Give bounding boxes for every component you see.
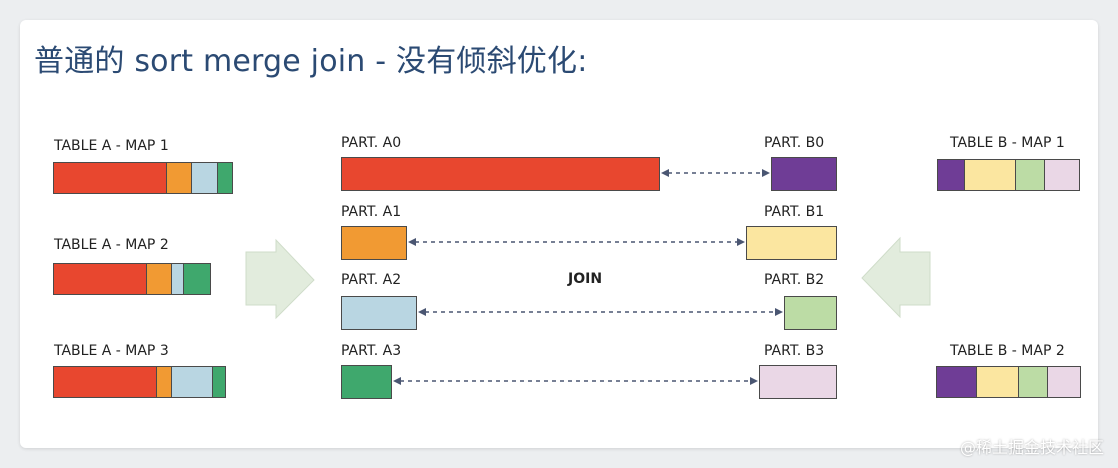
table-b-map-2-segment-purple [937, 367, 978, 397]
table-a-map-3-bar [53, 366, 226, 398]
table-b-map-2-segment-lightgreen [1018, 367, 1048, 397]
table-a-map-3-label: TABLE A - MAP 3 [54, 343, 169, 359]
right-flow-arrow-icon [245, 238, 315, 320]
part-a3-label: PART. A3 [341, 343, 402, 359]
table-b-map-1-bar [937, 159, 1080, 191]
table-a-map-2-segment-red [54, 264, 147, 294]
join-label: JOIN [568, 271, 603, 287]
left-flow-arrow-icon [861, 236, 931, 319]
arrowhead-2-right-icon [775, 308, 783, 316]
table-a-map-2-bar [53, 263, 211, 295]
table-a-map-1-segment-orange [166, 163, 193, 193]
table-a-map-1-segment-red [54, 163, 167, 193]
table-b-map-2-bar [936, 366, 1081, 398]
part-b1-label: PART. B1 [764, 204, 825, 220]
table-a-map-2-segment-lightblue [172, 264, 184, 294]
table-b-map-1-segment-lightgreen [1015, 160, 1045, 190]
arrowhead-3-right-icon [750, 377, 758, 385]
table-a-map-3-segment-lightblue [171, 367, 214, 397]
table-b-map-1-segment-yellow [965, 160, 1016, 190]
table-a-map-2-segment-orange [146, 264, 173, 294]
table-b-map-1-label: TABLE B - MAP 1 [950, 135, 1065, 151]
table-a-map-1-segment-lightblue [192, 163, 218, 193]
table-a-map-3-segment-red [54, 367, 158, 397]
part-b3-box [759, 365, 837, 399]
diagram-title: 普通的 sort merge join - 没有倾斜优化: [34, 44, 588, 79]
part-b3-label: PART. B3 [764, 343, 825, 359]
part-a0-label: PART. A0 [341, 135, 402, 151]
table-b-map-2-label: TABLE B - MAP 2 [950, 343, 1065, 359]
part-b1-box [746, 226, 837, 260]
arrowhead-0-left-icon [661, 169, 669, 177]
table-b-map-2-segment-yellow [977, 367, 1019, 397]
table-b-map-2-segment-pink [1047, 367, 1080, 397]
arrowhead-3-left-icon [393, 377, 401, 385]
watermark: @稀土掘金技术社区 [959, 438, 1104, 457]
table-b-map-1-segment-purple [938, 160, 966, 190]
part-a2-box [341, 296, 417, 330]
part-b2-box [784, 296, 837, 330]
table-a-map-2-label: TABLE A - MAP 2 [54, 237, 169, 253]
part-a0-box [341, 157, 660, 191]
table-a-map-1-label: TABLE A - MAP 1 [54, 138, 169, 154]
part-a2-label: PART. A2 [341, 272, 402, 288]
arrowhead-1-left-icon [408, 238, 416, 246]
arrowhead-2-left-icon [418, 308, 426, 316]
part-a1-label: PART. A1 [341, 204, 402, 220]
table-a-map-3-segment-orange [157, 367, 172, 397]
arrowhead-0-right-icon [762, 169, 770, 177]
table-a-map-1-segment-green [217, 163, 232, 193]
table-a-map-2-segment-green [183, 264, 210, 294]
table-a-map-3-segment-green [213, 367, 225, 397]
table-b-map-1-segment-pink [1044, 160, 1079, 190]
table-a-map-1-bar [53, 162, 233, 194]
part-b0-box [771, 157, 837, 191]
part-b0-label: PART. B0 [764, 135, 825, 151]
part-a1-box [341, 226, 407, 260]
arrowhead-1-right-icon [737, 238, 745, 246]
part-a3-box [341, 365, 392, 399]
part-b2-label: PART. B2 [764, 272, 825, 288]
